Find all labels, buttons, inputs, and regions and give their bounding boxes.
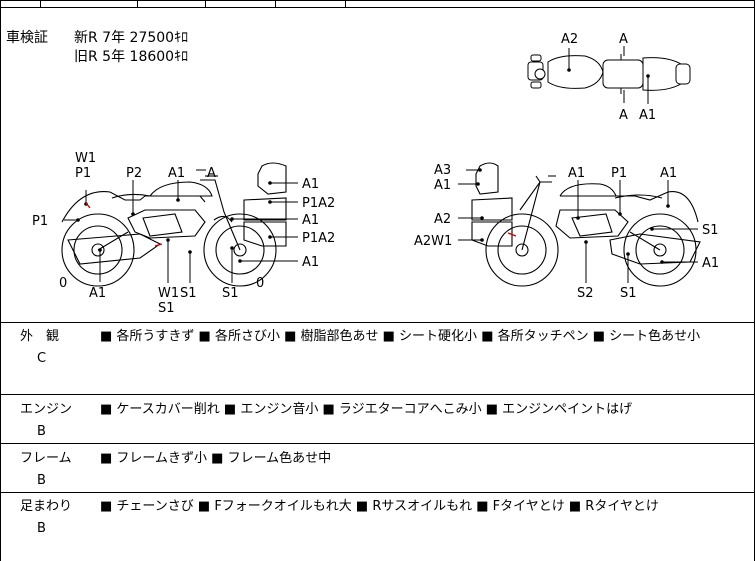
left-label-0-right: 0 bbox=[256, 276, 264, 291]
rust-marks-right bbox=[507, 232, 517, 237]
right-label-s2: S2 bbox=[577, 286, 594, 301]
right-label-a1-top: A1 bbox=[568, 166, 585, 181]
left-view-bike bbox=[61, 162, 287, 287]
section-suspension-text: ■ チェーンさび ■ Fフォークオイルもれ大 ■ Rサスオイルもれ ■ Fタイヤ… bbox=[100, 499, 659, 514]
right-label-a2: A2 bbox=[434, 212, 451, 227]
right-view-bike bbox=[471, 162, 701, 287]
inspection-old: 旧R 5年 18600ｷﾛ bbox=[74, 49, 189, 65]
left-view-leaders bbox=[64, 169, 298, 283]
right-label-a2w1: A2W1 bbox=[414, 234, 452, 249]
top-label-a: A bbox=[619, 32, 628, 47]
section-frame-grade: B bbox=[37, 473, 46, 488]
section-suspension-grade: B bbox=[37, 521, 46, 536]
section-exterior-label: 外 観 bbox=[20, 329, 60, 344]
section-frame-text: ■ フレームきず小 ■ フレーム色あせ中 bbox=[100, 451, 332, 466]
section-engine-text: ■ ケースカバー削れ ■ エンジン音小 ■ ラジエターコアへこみ小 ■ エンジン… bbox=[100, 402, 633, 417]
divider-exterior bbox=[0, 394, 755, 395]
top-label-a2: A2 bbox=[561, 32, 578, 47]
left-label-a1-r1: A1 bbox=[302, 177, 319, 192]
inspection-label: 車検証 bbox=[6, 30, 48, 46]
left-label-a1-bottom: A1 bbox=[89, 286, 106, 301]
damage-diagram: A2 A A A1 bbox=[32, 32, 719, 316]
left-label-w1-bottom: W1 bbox=[158, 286, 179, 301]
header-divider bbox=[137, 0, 138, 7]
inspection-new: 新R 7年 27500ｷﾛ bbox=[74, 30, 189, 46]
left-label-p1a2-r2: P1A2 bbox=[302, 196, 335, 211]
left-label-s1-right: S1 bbox=[222, 286, 239, 301]
right-label-a1-upper: A1 bbox=[434, 178, 451, 193]
header-divider bbox=[275, 0, 276, 7]
right-view-leaders bbox=[458, 169, 698, 283]
header-row-bottom bbox=[0, 7, 755, 8]
left-label-p1-left: P1 bbox=[32, 214, 48, 229]
section-exterior-text: ■ 各所うすきず ■ 各所さび小 ■ 樹脂部色あせ ■ シート硬化小 ■ 各所タ… bbox=[100, 329, 701, 344]
top-label-a-bottom: A bbox=[619, 108, 628, 123]
rust-marks bbox=[85, 202, 163, 247]
left-label-p1a2-r4: P1A2 bbox=[302, 231, 335, 246]
section-suspension-label: 足まわり bbox=[20, 499, 73, 514]
header-divider bbox=[345, 0, 346, 7]
section-frame-label: フレーム bbox=[20, 451, 72, 466]
left-label-s1-bottom: S1 bbox=[158, 301, 175, 316]
left-label-p1: P1 bbox=[75, 166, 91, 181]
left-label-p2: P2 bbox=[126, 166, 142, 181]
header-divider bbox=[40, 0, 41, 7]
left-label-s1-mid: S1 bbox=[180, 286, 197, 301]
left-label-0-left: 0 bbox=[59, 276, 67, 291]
top-border bbox=[0, 0, 755, 1]
right-label-a1-lower: A1 bbox=[702, 256, 719, 271]
header-divider bbox=[205, 0, 206, 7]
section-engine-label: エンジン bbox=[20, 402, 73, 417]
left-label-a1-r3: A1 bbox=[302, 213, 319, 228]
divider-engine bbox=[0, 443, 755, 444]
left-label-a1-r5: A1 bbox=[302, 255, 319, 270]
left-label-a: A bbox=[207, 166, 216, 181]
divider-frame bbox=[0, 492, 755, 493]
right-label-s1-bottom: S1 bbox=[620, 286, 637, 301]
section-exterior-grade: C bbox=[37, 351, 47, 366]
right-label-s1-front: S1 bbox=[702, 223, 719, 238]
left-border bbox=[0, 0, 1, 561]
right-label-p1: P1 bbox=[611, 166, 627, 181]
section-engine-grade: B bbox=[37, 424, 46, 439]
top-view-bike bbox=[527, 54, 691, 94]
right-label-a1-front: A1 bbox=[660, 166, 677, 181]
divider-diagram bbox=[0, 322, 755, 323]
right-label-a3: A3 bbox=[434, 163, 451, 178]
left-label-a1: A1 bbox=[168, 166, 185, 181]
top-label-a1: A1 bbox=[639, 108, 656, 123]
left-label-w1: W1 bbox=[75, 151, 96, 166]
top-view-leaders bbox=[568, 46, 649, 104]
